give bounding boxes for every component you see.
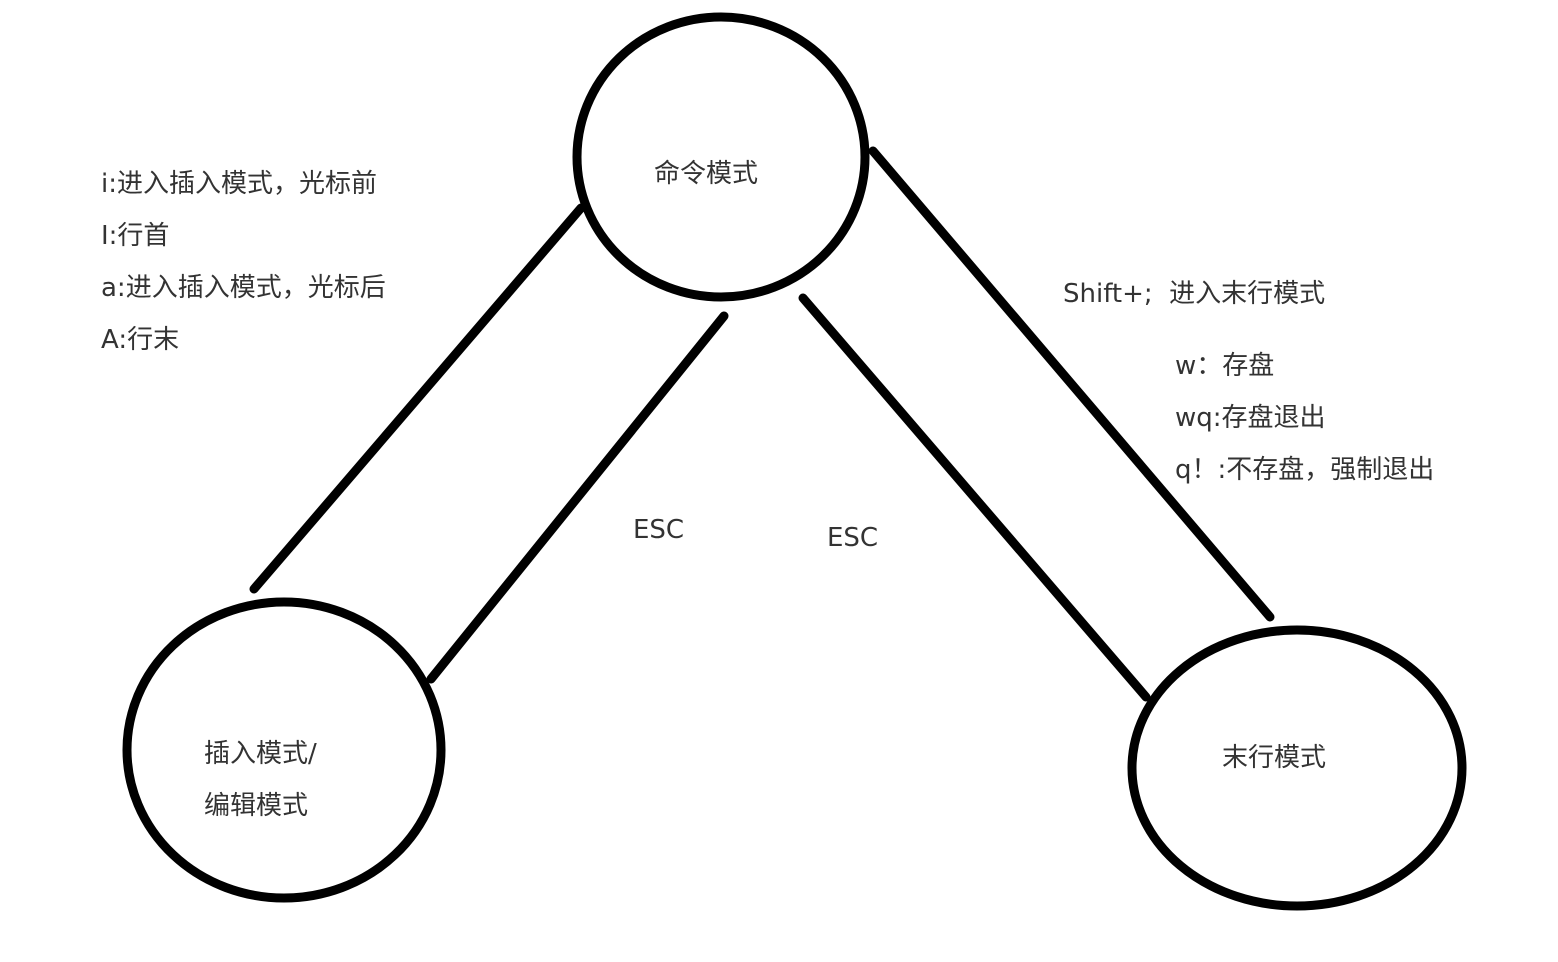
lastline-mode-label: 末行模式	[1222, 743, 1327, 773]
note-force-quit: q！:不存盘，强制退出	[1175, 455, 1435, 485]
note-insert-after-cursor: a:进入插入模式，光标后	[101, 273, 386, 303]
note-save-quit: wq:存盘退出	[1175, 403, 1326, 433]
insert-mode-label-line1: 插入模式/	[204, 739, 317, 769]
note-insert-before-cursor: i:进入插入模式，光标前	[101, 169, 377, 199]
edge-command-to-lastline	[868, 146, 1275, 622]
edge-label-esc-insert: ESC	[633, 515, 685, 545]
edge-command-to-insert	[249, 203, 586, 594]
insert-mode-label-line2: 编辑模式	[204, 791, 309, 821]
note-save: w：存盘	[1175, 351, 1275, 381]
edge-insert-to-command-esc	[426, 311, 729, 684]
insert-mode-node	[122, 597, 446, 903]
note-line-start: I:行首	[101, 221, 170, 251]
note-enter-lastline-mode: Shift+; 进入末行模式	[1063, 279, 1326, 309]
note-line-end: A:行末	[101, 325, 180, 355]
edge-lastline-to-command-esc	[798, 293, 1151, 702]
command-mode-label: 命令模式	[654, 159, 759, 189]
command-mode-node	[572, 12, 870, 302]
edge-label-esc-lastline: ESC	[827, 523, 879, 553]
lastline-mode-node	[1127, 625, 1467, 911]
